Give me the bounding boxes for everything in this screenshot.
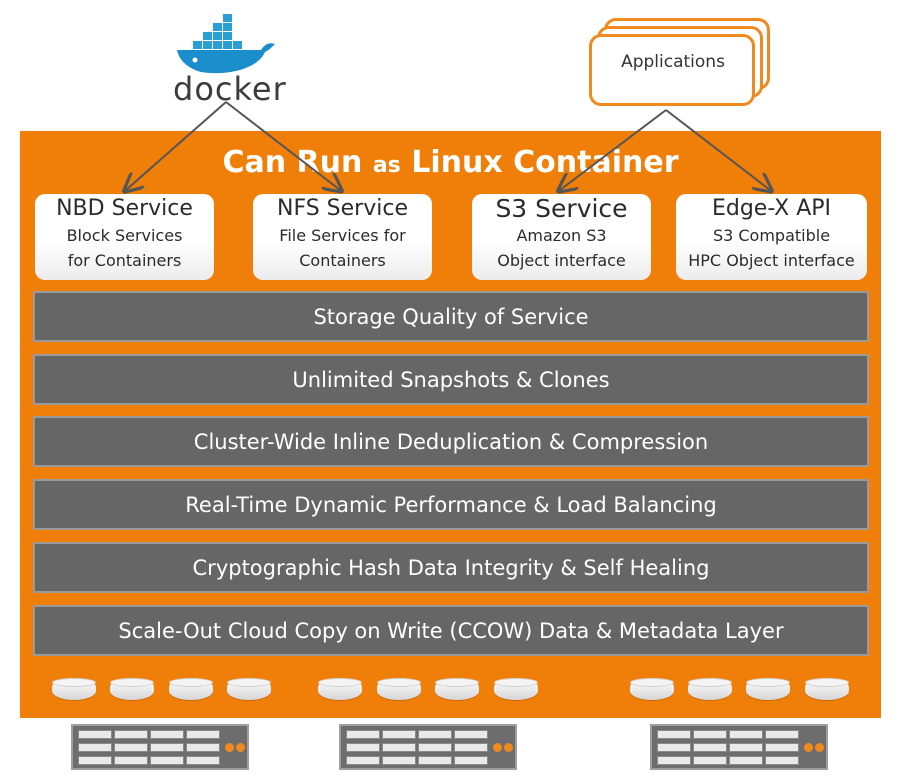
service-edgex-desc-2: HPC Object interface bbox=[688, 251, 855, 270]
server-icon bbox=[650, 724, 828, 770]
disk-icon bbox=[805, 678, 849, 700]
disk-icon bbox=[435, 678, 479, 700]
server-icon bbox=[339, 724, 517, 770]
layer-hash-integrity: Cryptographic Hash Data Integrity & Self… bbox=[33, 542, 869, 593]
disk-icon bbox=[318, 678, 362, 700]
layer-dedup-compression: Cluster-Wide Inline Deduplication & Comp… bbox=[33, 416, 869, 467]
service-nfs-name: NFS Service bbox=[277, 196, 408, 221]
server-icon bbox=[71, 724, 249, 770]
layer-snapshots-clones: Unlimited Snapshots & Clones bbox=[33, 354, 869, 405]
docker-whale-icon bbox=[177, 14, 275, 74]
service-s3-desc-2: Object interface bbox=[497, 251, 626, 270]
disk-icon bbox=[688, 678, 732, 700]
applications-card-front bbox=[589, 34, 755, 106]
disk-icon bbox=[52, 678, 96, 700]
panel-title-part-c: Linux Container bbox=[411, 145, 679, 180]
layer-storage-qos: Storage Quality of Service bbox=[33, 291, 869, 342]
layer-ccow: Scale-Out Cloud Copy on Write (CCOW) Dat… bbox=[33, 605, 869, 656]
layer-performance-balancing: Real-Time Dynamic Performance & Load Bal… bbox=[33, 479, 869, 530]
service-nbd-desc-1: Block Services bbox=[66, 226, 183, 245]
disk-icon bbox=[494, 678, 538, 700]
disk-icon bbox=[377, 678, 421, 700]
service-edgex: Edge-X API S3 Compatible HPC Object inte… bbox=[676, 194, 867, 280]
disk-icon bbox=[630, 678, 674, 700]
service-s3: S3 Service Amazon S3 Object interface bbox=[472, 194, 651, 280]
disk-icon bbox=[169, 678, 213, 700]
service-s3-desc-1: Amazon S3 bbox=[516, 226, 607, 245]
service-s3-name: S3 Service bbox=[495, 194, 628, 223]
service-nbd-desc-2: for Containers bbox=[67, 251, 182, 270]
service-edgex-desc-1: S3 Compatible bbox=[712, 226, 831, 245]
panel-title: Can Run as Linux Container bbox=[20, 145, 881, 180]
disk-icon bbox=[746, 678, 790, 700]
service-nfs-desc-2: Containers bbox=[299, 251, 386, 270]
service-nbd: NBD Service Block Services for Container… bbox=[35, 194, 214, 280]
panel-title-part-a: Can Run bbox=[222, 145, 363, 180]
docker-logo: docker bbox=[165, 8, 287, 108]
service-nfs-desc-1: File Services for bbox=[279, 226, 406, 245]
docker-wordmark: docker bbox=[173, 70, 287, 108]
service-edgex-name: Edge-X API bbox=[711, 196, 832, 221]
applications-label: Applications bbox=[621, 52, 725, 72]
panel-title-part-b: as bbox=[372, 153, 401, 178]
service-nbd-name: NBD Service bbox=[56, 196, 193, 221]
disk-icon bbox=[110, 678, 154, 700]
service-nfs: NFS Service File Services for Containers bbox=[253, 194, 432, 280]
disk-icon bbox=[227, 678, 271, 700]
